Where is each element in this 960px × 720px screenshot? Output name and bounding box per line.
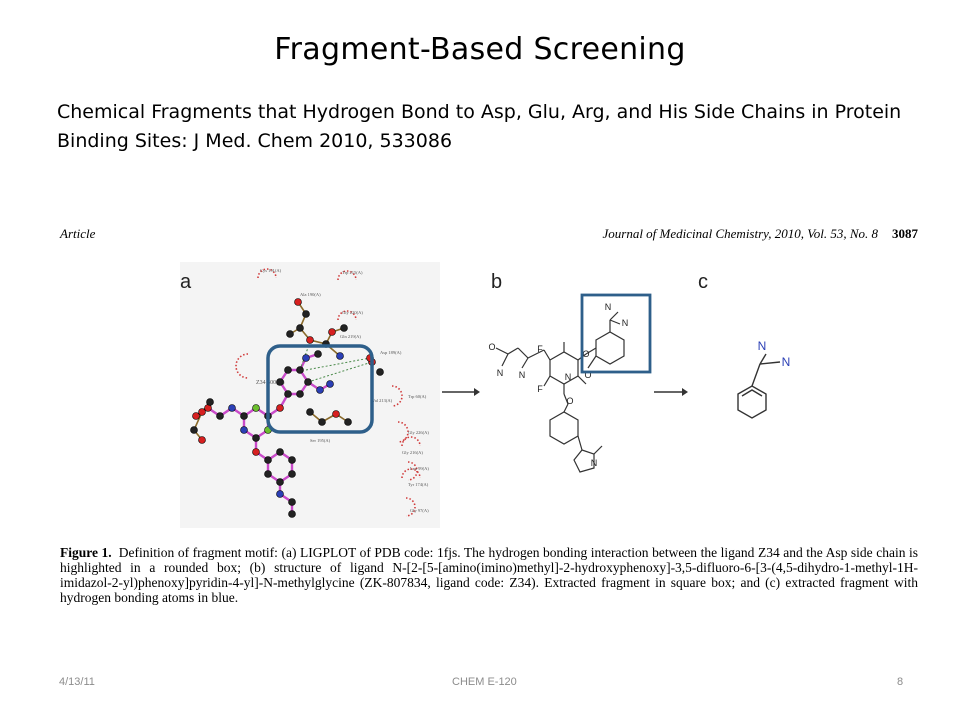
atom-spheres: [190, 298, 384, 518]
residue-label: Trp 215(A): [342, 270, 363, 275]
hydrophobic-contact-arcs: [235, 268, 421, 517]
ligand-structure-diagram: N N O O N F F O N O N N: [488, 293, 652, 473]
hydrogen-bond-lines: [299, 341, 373, 383]
residue-label: Ala 190(A): [300, 292, 321, 297]
ligand-bonds: [195, 352, 331, 514]
residue-label: Gly 216(A): [402, 450, 423, 455]
protein-bonds: [193, 301, 349, 441]
journal-citation: Journal of Medicinal Chemistry, 2010, Vo…: [602, 226, 918, 242]
fragment-structure-diagram: N N: [737, 339, 791, 419]
atom-label: O: [582, 349, 589, 359]
residue-label: Cys 191(A): [260, 268, 282, 273]
residue-labels: Cys 191(A) Trp 215(A) Ala 190(A) Gly 220…: [256, 268, 429, 513]
figure-caption: Figure 1. Definition of fragment motif: …: [60, 545, 918, 605]
atom-label: N: [591, 458, 598, 468]
arrow-b-to-c: [654, 388, 688, 396]
residue-label: Leu 99(A): [410, 466, 429, 471]
footer-date: 4/13/11: [59, 676, 95, 688]
atom-label: O: [584, 370, 591, 380]
atom-label: O: [566, 396, 573, 406]
atom-label: N: [497, 368, 504, 378]
atom-label: N: [519, 370, 526, 380]
residue-label: Asp 189(A): [380, 350, 402, 355]
footer-page-number: 8: [897, 676, 904, 688]
atom-label: N: [622, 318, 629, 328]
residue-label: Tyr 174(A): [408, 482, 429, 487]
atom-label: O: [488, 342, 495, 352]
residue-label: Val 213(A): [372, 398, 393, 403]
fragment-atom-label: N: [758, 339, 767, 353]
slide-title: Fragment-Based Screening: [274, 32, 686, 67]
footer-course: CHEM E-120: [452, 676, 517, 688]
residue-label: Gly 220(A): [342, 310, 363, 315]
residue-label: Gly 226(A): [408, 430, 429, 435]
residue-label: Trp 60(A): [408, 394, 427, 399]
residue-label: Ser 195(A): [310, 438, 331, 443]
residue-label: Gly 97(A): [410, 508, 429, 513]
slide-subtitle: Chemical Fragments that Hydrogen Bond to…: [57, 101, 902, 152]
extracted-fragment-box: [580, 293, 652, 374]
article-label: Article: [60, 226, 96, 241]
caption-text: Definition of fragment motif: (a) LIGPLO…: [60, 545, 919, 605]
fragment-atom-label: N: [782, 355, 791, 369]
journal-name: Journal of Medicinal Chemistry, 2010, Vo…: [602, 226, 878, 241]
panel-c-fragment: N N: [722, 332, 812, 422]
panel-b-ligand-structure: N N O O N F F O N O N N: [478, 292, 653, 492]
arrow-a-to-b: [442, 388, 480, 396]
journal-page: 3087: [892, 226, 918, 241]
panel-label-a: a: [180, 271, 192, 293]
atom-label: F: [537, 344, 543, 354]
panel-label-c: c: [698, 271, 708, 293]
asp-interaction-highlight-box: [266, 344, 374, 434]
atom-label: F: [537, 384, 543, 394]
caption-label: Figure 1.: [60, 545, 112, 560]
residue-label: Z34 500(A): [256, 379, 285, 386]
atom-label: N: [605, 302, 612, 312]
ligplot-diagram: Cys 191(A) Trp 215(A) Ala 190(A) Gly 220…: [190, 268, 429, 518]
residue-label: Gln 219(A): [340, 334, 361, 339]
atom-label: N: [565, 372, 572, 382]
panel-label-b: b: [491, 271, 503, 293]
panel-a-ligplot: Cys 191(A) Trp 215(A) Ala 190(A) Gly 220…: [180, 262, 440, 528]
